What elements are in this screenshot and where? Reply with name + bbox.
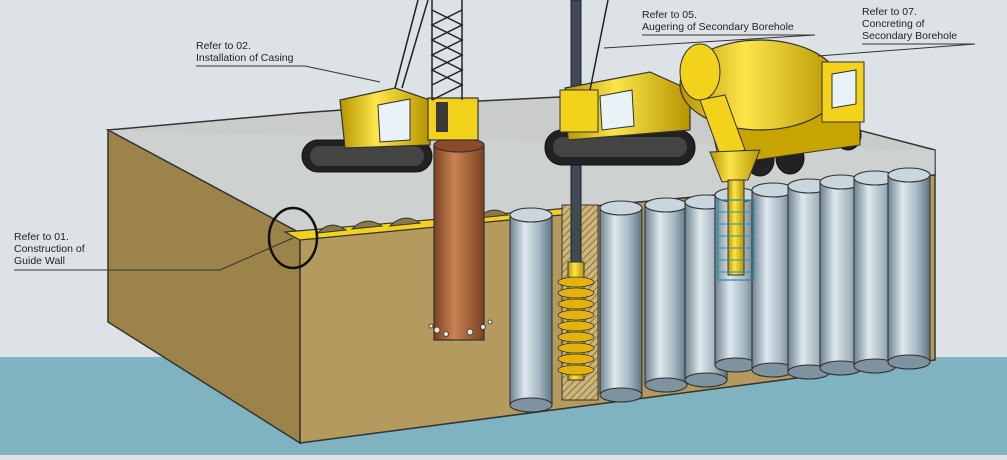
callout-line: Secondary Borehole <box>862 30 957 42</box>
pile <box>887 167 931 370</box>
callout-ref: Refer to 05. <box>642 9 697 21</box>
auger-flight <box>557 320 595 332</box>
pile <box>599 200 643 403</box>
casing-rig <box>301 0 479 173</box>
callout-line: Concreting of <box>862 18 925 30</box>
callout-concreting: Refer to 07. Concreting of Secondary Bor… <box>862 6 957 42</box>
pile <box>644 197 688 393</box>
augering-rig <box>544 0 696 166</box>
callout-ref: Refer to 07. <box>862 6 917 18</box>
casing-tube <box>428 137 493 341</box>
auger-flight <box>557 342 595 354</box>
pile <box>751 182 795 378</box>
callout-augering: Refer to 05. Augering of Secondary Boreh… <box>642 9 794 33</box>
auger-flight <box>557 276 595 288</box>
callout-ref: Refer to 02. <box>196 40 251 52</box>
callout-ref: Refer to 01. <box>14 231 69 243</box>
auger-flight <box>557 353 595 365</box>
callout-line: Construction of <box>14 243 85 255</box>
callout-guide-wall: Refer to 01. Construction of Guide Wall <box>14 231 85 267</box>
auger-flight <box>557 298 595 310</box>
callout-line: Augering of Secondary Borehole <box>642 21 794 33</box>
auger-flight <box>557 309 595 321</box>
guide-wall-openings <box>316 209 510 234</box>
callout-line: Installation of Casing <box>196 52 294 64</box>
guide-wall-highlight-circle <box>267 206 319 270</box>
secant-piles <box>509 167 931 413</box>
concrete-mixer-truck <box>679 39 865 281</box>
auger-flight <box>557 331 595 343</box>
leader-lines <box>14 34 976 271</box>
callout-casing: Refer to 02. Installation of Casing <box>196 40 294 64</box>
pile <box>509 207 553 413</box>
auger-flight <box>557 364 595 376</box>
callout-line: Guide Wall <box>14 255 65 267</box>
auger-flight <box>557 287 595 299</box>
